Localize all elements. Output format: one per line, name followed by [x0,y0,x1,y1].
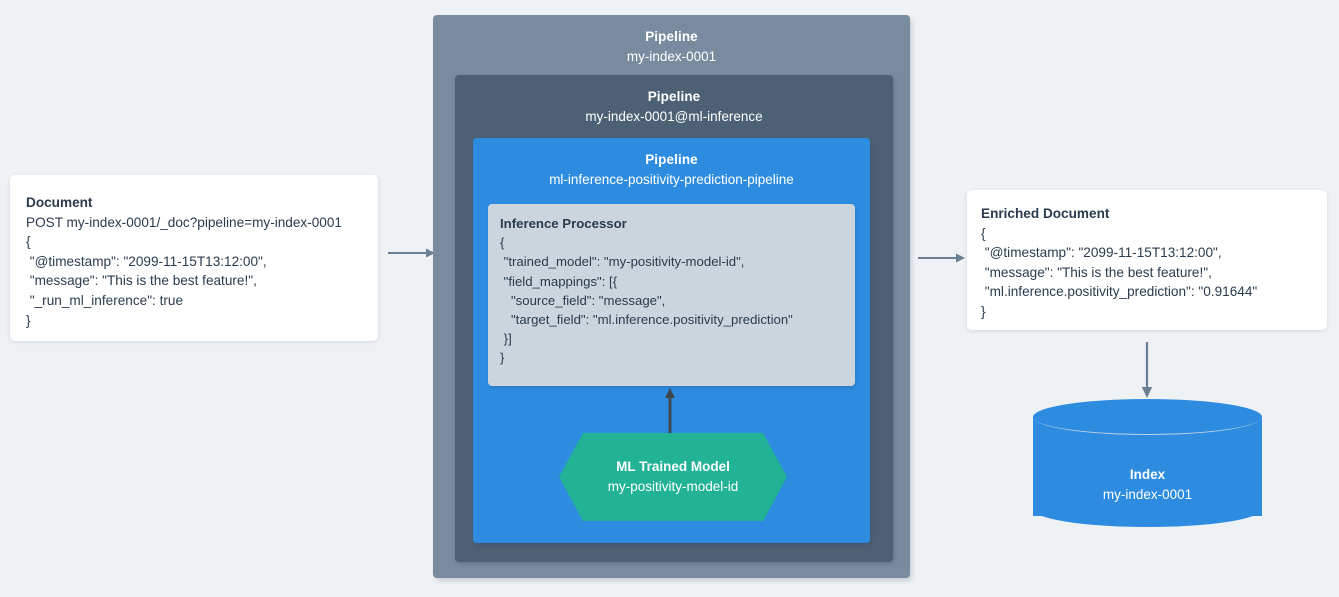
enriched-document-line-2: "message": "This is the best feature!", [981,264,1212,280]
arrow-enriched-document-to-index [1140,342,1154,398]
enriched-document-card: Enriched Document { "@timestamp": "2099-… [967,190,1327,330]
processor-line-3: "source_field": "message", [500,292,666,308]
processor-line-2: "field_mappings": [{ [500,273,618,289]
index-label-group: Index my-index-0001 [1033,465,1262,506]
ml-trained-model-label: ML Trained Model [616,458,730,474]
enriched-document-line-4: } [981,303,986,319]
processor-line-1: "trained_model": "my-positivity-model-id… [500,254,745,270]
inference-processor-card: Inference Processor { "trained_model": "… [488,204,855,386]
processor-line-6: } [500,350,505,366]
index-cylinder: Index my-index-0001 [1033,399,1262,529]
processor-line-0: { [500,235,505,251]
document-line-5: } [26,312,31,328]
enriched-document-title: Enriched Document [981,206,1110,221]
pipeline-middle-label: Pipeline [647,89,701,104]
enriched-document-line-3: "ml.inference.positivity_prediction": "0… [981,284,1258,300]
document-line-0: POST my-index-0001/_doc?pipeline=my-inde… [26,214,342,230]
processor-line-5: }] [500,331,512,347]
pipeline-outer-name: my-index-0001 [626,49,717,65]
processor-title: Inference Processor [500,216,627,231]
arrow-ml-model-to-processor [663,388,677,438]
pipeline-inner-name: ml-inference-positivity-prediction-pipel… [549,172,794,188]
pipeline-middle-name: my-index-0001@ml-inference [585,109,763,125]
enriched-document-line-1: "@timestamp": "2099-11-15T13:12:00", [981,245,1222,261]
enriched-document-line-0: { [981,225,986,241]
index-name: my-index-0001 [1102,487,1193,503]
arrow-pipeline-to-enriched-document [918,251,966,265]
ml-trained-model-node: ML Trained Model my-positivity-model-id [559,433,787,521]
document-line-4: "_run_ml_inference": true [26,292,183,308]
pipeline-inner-label: Pipeline [645,152,698,167]
processor-line-4: "target_field": "ml.inference.positivity… [500,312,793,328]
document-line-2: "@timestamp": "2099-11-15T13:12:00", [26,253,267,269]
document-title: Document [26,195,93,210]
pipeline-inner-header: Pipeline ml-inference-positivity-predict… [473,138,870,191]
cylinder-top-ellipse [1033,399,1262,435]
document-line-3: "message": "This is the best feature!", [26,273,257,289]
pipeline-outer-header: Pipeline my-index-0001 [433,15,910,68]
document-card: Document POST my-index-0001/_doc?pipelin… [10,175,378,341]
arrow-document-to-pipeline [388,246,436,260]
pipeline-middle-header: Pipeline my-index-0001@ml-inference [455,75,893,128]
pipeline-outer-label: Pipeline [645,29,698,44]
ml-trained-model-name: my-positivity-model-id [607,479,739,494]
index-label: Index [1129,467,1166,482]
document-line-1: { [26,234,31,250]
